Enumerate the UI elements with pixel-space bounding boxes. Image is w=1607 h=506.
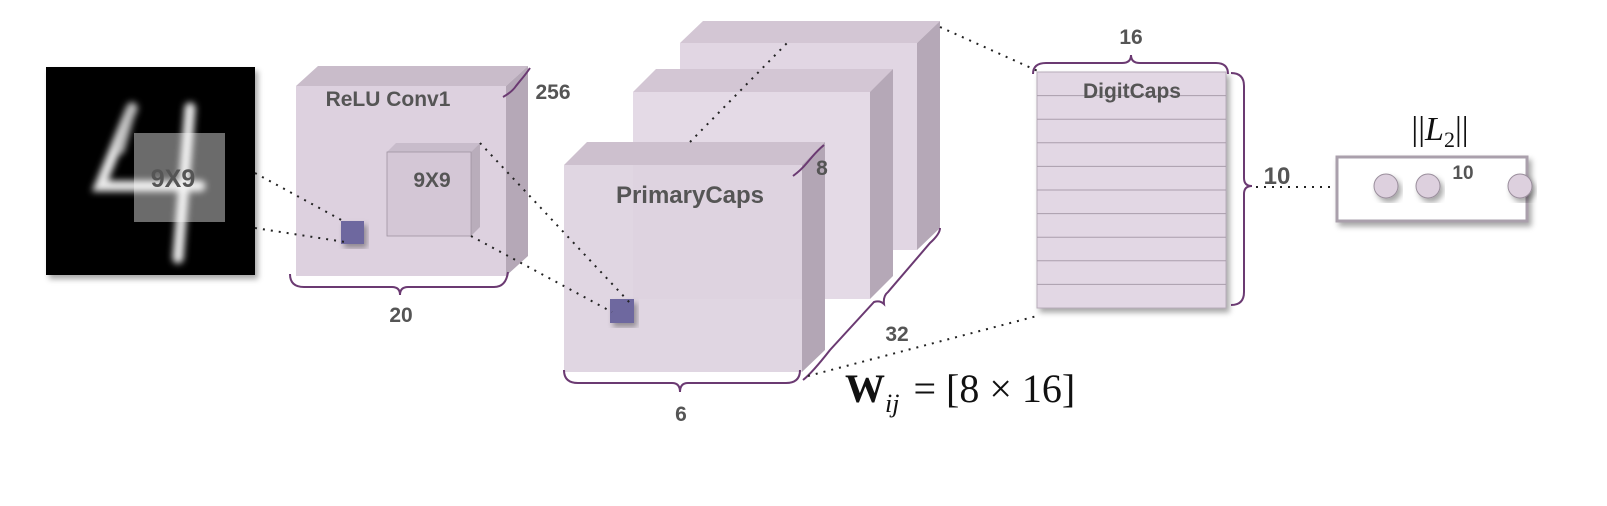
weight-symbol: W <box>845 366 885 411</box>
input-image-background <box>46 67 255 275</box>
digitcaps-height-label: 10 <box>1264 163 1291 190</box>
primarycaps-width-brace <box>563 369 801 393</box>
output-count-label: 10 <box>1452 163 1473 184</box>
primarycaps-back-side <box>917 21 940 250</box>
conv1-output-unit <box>341 221 364 244</box>
conv1-kernel-label: 9X9 <box>413 169 450 192</box>
conv1-to-primarycaps-connectors <box>470 26 1041 377</box>
conv1-side-face <box>506 66 528 276</box>
output-node <box>1373 173 1399 199</box>
primarycaps-title: PrimaryCaps <box>616 182 764 209</box>
primarycaps-output-unit <box>610 299 634 323</box>
digitcaps-rows <box>1037 95 1226 285</box>
primarycaps-depth-label: 8 <box>816 157 828 180</box>
digitcaps-height-brace <box>1230 72 1253 306</box>
primarycaps-front-face <box>564 165 802 372</box>
primarycaps-depth-brace <box>792 144 825 177</box>
conv1-title: ReLU Conv1 <box>326 88 451 111</box>
primarycaps-middle-top <box>633 69 893 92</box>
input-kernel-window <box>134 133 225 222</box>
primarycaps-back-top <box>680 21 940 43</box>
output-node <box>1415 173 1441 199</box>
primarycaps-front-top <box>564 142 825 165</box>
conv1-top-face <box>296 66 528 86</box>
weight-formula: Wij = [8 × 16] <box>845 366 1075 418</box>
primarycaps-layer: PrimaryCaps 6 8 32 <box>563 21 941 426</box>
norm-close: || <box>1455 111 1469 148</box>
digit-four-strokes <box>91 102 206 264</box>
conv1-width-label: 20 <box>389 304 412 327</box>
weight-subscript: ij <box>885 389 899 418</box>
conv1-kernel-side <box>471 143 480 236</box>
input-image: 4 9X9 <box>46 67 255 275</box>
primarycaps-count-brace <box>802 227 941 381</box>
digitcaps-width-brace <box>1032 54 1229 75</box>
digitcaps-title: DigitCaps <box>1083 80 1181 103</box>
output-node <box>1507 173 1533 199</box>
conv1-width-brace <box>289 271 509 296</box>
weight-rhs: = [8 × 16] <box>913 366 1075 411</box>
primarycaps-count-label: 32 <box>885 323 908 346</box>
norm-subscript: 2 <box>1444 127 1455 152</box>
norm-open: || <box>1411 111 1425 148</box>
input-kernel-label: 9X9 <box>151 165 195 193</box>
digitcaps-layer: DigitCaps 16 10 <box>1032 26 1291 309</box>
conv1-kernel-top <box>387 143 480 152</box>
conv1-layer: ReLU Conv1 9X9 20 256 <box>289 66 571 327</box>
l2-norm-label: ||L2|| <box>1411 111 1468 152</box>
primarycaps-width-label: 6 <box>675 403 687 426</box>
norm-symbol: L <box>1424 111 1444 148</box>
output-layer: ||L2|| 10 <box>1335 111 1533 223</box>
primarycaps-front-side <box>802 142 825 372</box>
conv1-depth-brace <box>502 67 531 98</box>
conv1-kernel-front <box>386 151 472 237</box>
primarycaps-middle-side <box>870 69 893 299</box>
svg-text:Wij= [8 × 16]: Wij = [8 × 16] <box>845 366 1075 418</box>
input-to-conv1-connectors <box>254 172 346 243</box>
conv1-depth-label: 256 <box>535 81 570 104</box>
digitcaps-width-label: 16 <box>1119 26 1142 49</box>
